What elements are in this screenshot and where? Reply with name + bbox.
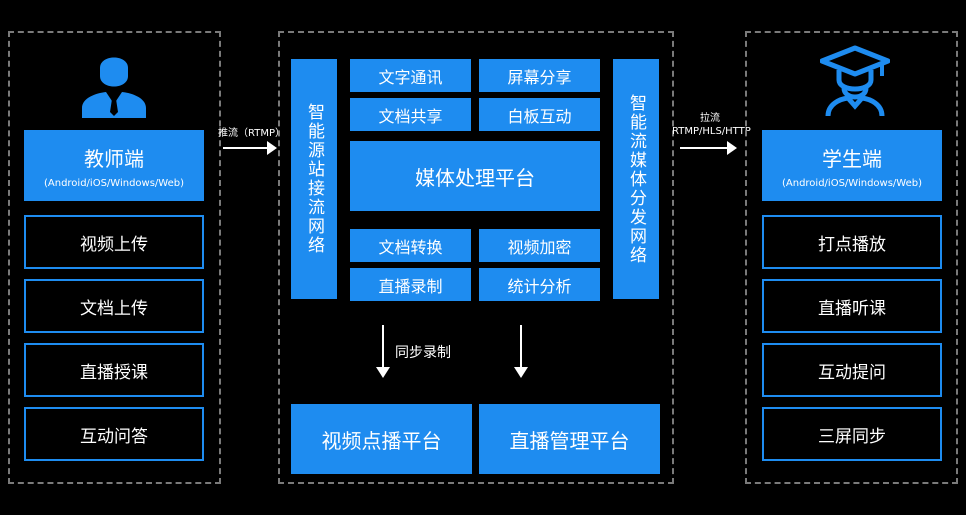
live-management-platform: 直播管理平台: [479, 404, 660, 474]
teacher-item-label: 文档上传: [80, 298, 148, 319]
teacher-platforms: (Android/iOS/Windows/Web): [43, 177, 184, 189]
module-label: 文档转换: [378, 237, 443, 257]
teacher-icon: [82, 57, 146, 118]
student-item-ask: 互动提问: [762, 343, 942, 397]
module-live-record: 直播录制: [350, 268, 471, 301]
module-label: 文档共享: [378, 106, 443, 126]
vod-platform: 视频点播平台: [291, 404, 472, 474]
module-label: 白板互动: [507, 106, 572, 126]
module-doc-convert: 文档转换: [350, 229, 471, 262]
pull-label: 拉流 RTMP/HLS/HTTP: [672, 112, 751, 138]
ingest-network-label: 智能源站接流网络: [304, 103, 324, 255]
module-analytics: 统计分析: [479, 268, 600, 301]
media-processing-platform: 媒体处理平台: [350, 141, 600, 211]
pull-label-line1: 拉流: [700, 113, 720, 124]
student-item-label: 打点播放: [818, 234, 886, 255]
module-text-chat: 文字通讯: [350, 59, 471, 92]
module-label: 文字通讯: [378, 67, 443, 87]
module-label: 视频加密: [507, 237, 572, 257]
sync-arrow-left: [376, 325, 390, 378]
student-item-three-screen-sync: 三屏同步: [762, 407, 942, 461]
module-label: 统计分析: [507, 276, 572, 296]
push-arrow: [223, 141, 277, 155]
teacher-panel: [8, 31, 221, 484]
teacher-title: 教师端: [84, 146, 144, 171]
module-screen-share: 屏幕分享: [479, 59, 600, 92]
pull-arrow: [680, 141, 737, 155]
sync-label: 同步录制: [395, 345, 451, 361]
teacher-title-box: 教师端 (Android/iOS/Windows/Web): [24, 130, 204, 201]
teacher-item-video-upload: 视频上传: [24, 215, 204, 269]
module-video-encrypt: 视频加密: [479, 229, 600, 262]
student-item-point-play: 打点播放: [762, 215, 942, 269]
module-label: 直播录制: [378, 276, 443, 296]
ingest-network: 智能源站接流网络: [291, 59, 337, 299]
pull-label-line2: RTMP/HLS/HTTP: [672, 126, 751, 137]
teacher-item-label: 视频上传: [80, 234, 148, 255]
student-item-label: 三屏同步: [818, 426, 886, 447]
distribution-network-label: 智能流媒体分发网络: [626, 93, 646, 265]
student-title-box: 学生端 (Android/iOS/Windows/Web): [762, 130, 942, 201]
student-platforms: (Android/iOS/Windows/Web): [781, 177, 922, 189]
teacher-item-label: 直播授课: [80, 362, 148, 383]
module-label: 屏幕分享: [507, 67, 572, 87]
media-processing-label: 媒体处理平台: [415, 165, 535, 190]
module-whiteboard: 白板互动: [479, 98, 600, 131]
sync-arrow-right: [514, 325, 528, 378]
center-panel: [278, 31, 674, 484]
live-management-label: 直播管理平台: [509, 428, 630, 453]
graduate-icon: [820, 45, 890, 117]
teacher-item-label: 互动问答: [80, 426, 148, 447]
student-item-live-attend: 直播听课: [762, 279, 942, 333]
student-title: 学生端: [822, 146, 882, 171]
distribution-network: 智能流媒体分发网络: [613, 59, 659, 299]
push-label: 推流（RTMP）: [218, 128, 285, 139]
teacher-item-doc-upload: 文档上传: [24, 279, 204, 333]
student-item-label: 直播听课: [818, 298, 886, 319]
vod-platform-label: 视频点播平台: [321, 428, 442, 453]
student-panel: [745, 31, 958, 484]
student-item-label: 互动提问: [818, 362, 886, 383]
teacher-item-live-teaching: 直播授课: [24, 343, 204, 397]
module-doc-share: 文档共享: [350, 98, 471, 131]
teacher-item-qa: 互动问答: [24, 407, 204, 461]
